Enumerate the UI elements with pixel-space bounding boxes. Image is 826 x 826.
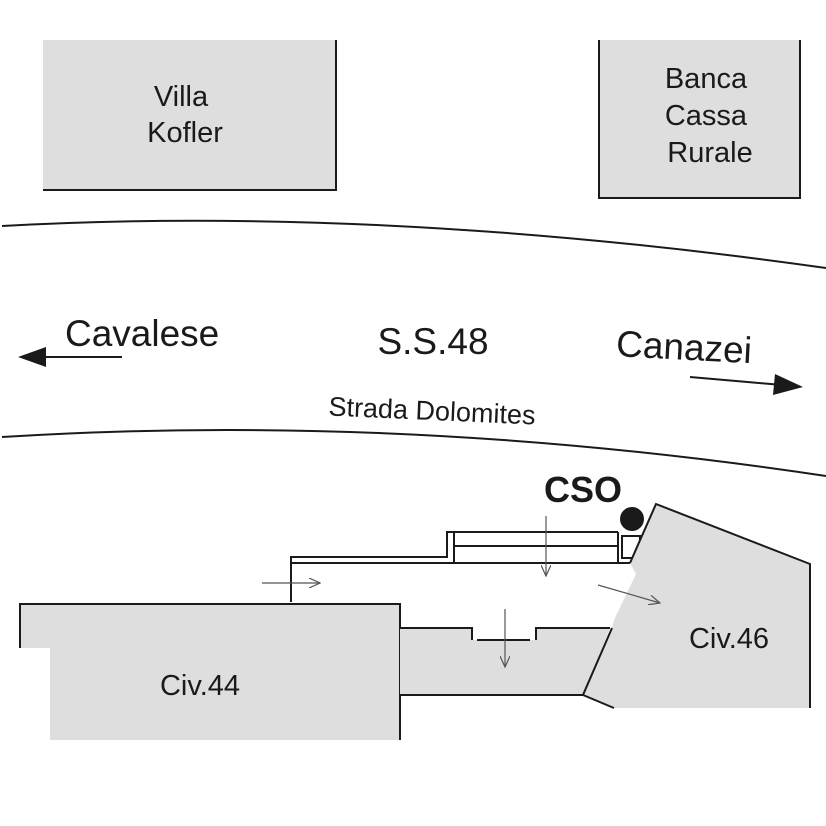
civ-44-building: Civ.44 (19, 603, 401, 740)
civ-46-label: Civ.46 (689, 623, 769, 655)
banca-cassa-rurale-label: Banca Cassa Rurale (665, 63, 755, 169)
villa-kofler-label: Villa Kofler (147, 81, 223, 149)
banca-cassa-rurale-building: Banca Cassa Rurale (598, 40, 801, 199)
arrow-icon-west (18, 347, 122, 367)
channel-structure (290, 531, 641, 602)
canazei-direction-label: Canazei (615, 323, 753, 371)
civ-44-label: Civ.44 (160, 670, 240, 702)
road-number-label: S.S.48 (377, 321, 488, 362)
civ-46-building: Civ.46 (581, 502, 811, 709)
villa-kofler-building: Villa Kofler (43, 40, 337, 191)
cso-marker-icon (620, 507, 644, 531)
road-name-label: Strada Dolomites (328, 391, 536, 430)
road-north-edge (1, 219, 826, 269)
cavalese-direction-label: Cavalese (65, 313, 219, 354)
road-south-edge (1, 428, 826, 477)
cso-label: CSO (544, 469, 622, 510)
flow-arrow-icon-3 (597, 584, 660, 603)
arrow-icon-east (689, 374, 803, 395)
